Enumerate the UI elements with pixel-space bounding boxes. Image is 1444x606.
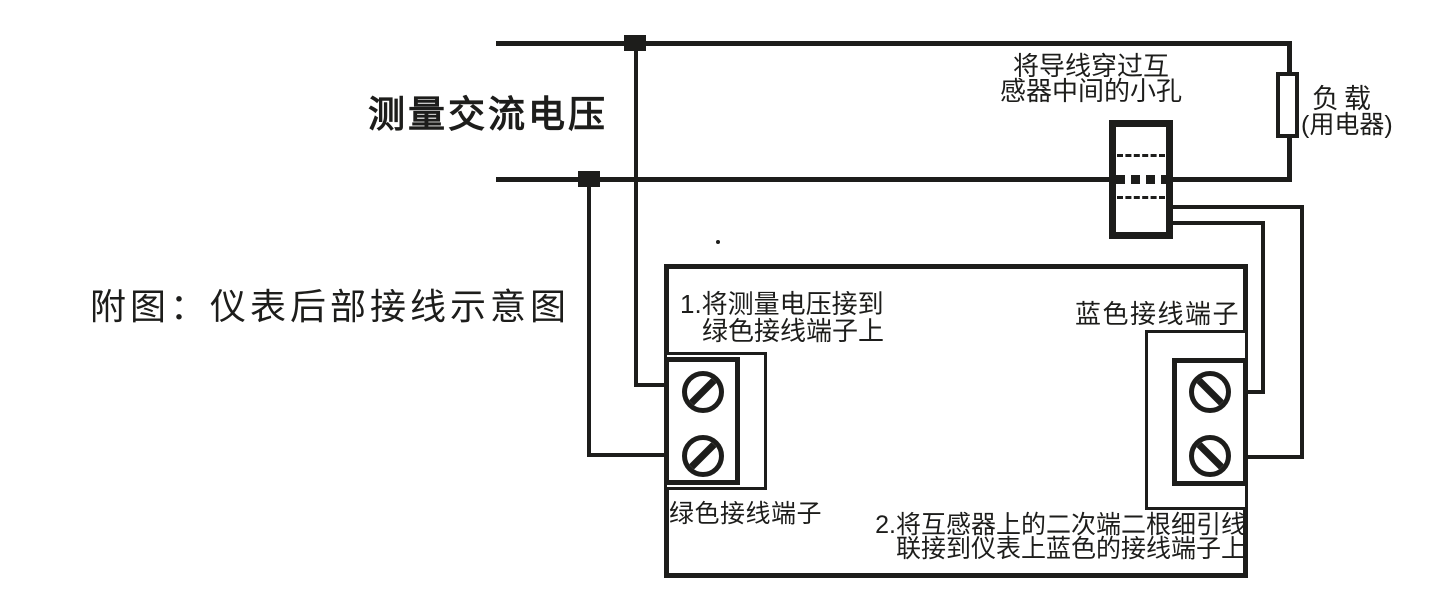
tap-wire-bottom-vertical bbox=[587, 185, 591, 457]
stray-dot bbox=[716, 240, 720, 244]
load-appliance-label: (用电器) bbox=[1301, 111, 1393, 139]
ct-dashed-line-top bbox=[1117, 154, 1165, 157]
ct-secondary-wire-b-stub bbox=[1246, 390, 1265, 394]
blue-screw-terminal-icon-bottom bbox=[1189, 435, 1231, 477]
step2-line1: 2.将互感器上的二次端二根细引线 bbox=[875, 511, 1246, 539]
bottom-line-wire-right bbox=[1168, 177, 1292, 182]
junction-dot-top bbox=[624, 35, 646, 51]
ac-voltage-source-label: 测量交流电压 bbox=[368, 94, 608, 135]
load-branch-upper-wire bbox=[1287, 41, 1292, 77]
step2-instruction: 2.将互感器上的二次端二根细引线 联接到仪表上蓝色的接线端子上 bbox=[840, 511, 1246, 563]
top-line-wire bbox=[496, 41, 1292, 46]
figure-caption: 附图：仪表后部接线示意图 bbox=[90, 287, 571, 327]
green-screw-terminal-icon-bottom bbox=[682, 435, 724, 477]
ct-secondary-wire-a-horizontal bbox=[1172, 205, 1304, 209]
ct-secondary-wire-b-vertical bbox=[1261, 221, 1265, 394]
green-terminal-label: 绿色接线端子 bbox=[669, 500, 823, 528]
step1-instruction: 1.将测量电压接到 绿色接线端子上 bbox=[680, 291, 884, 345]
ct-instruction-line1: 将导线穿过互 bbox=[1012, 51, 1169, 81]
blue-screw-terminal-icon-top bbox=[1189, 371, 1231, 413]
ct-instruction-label: 将导线穿过互 感器中间的小孔 bbox=[950, 51, 1232, 106]
ct-instruction-line2: 感器中间的小孔 bbox=[999, 76, 1182, 106]
junction-dot-bottom bbox=[578, 171, 600, 187]
ct-secondary-wire-a-stub bbox=[1246, 455, 1304, 459]
step1-line2: 绿色接线端子上 bbox=[702, 316, 885, 346]
tap-wire-top-vertical bbox=[634, 46, 638, 387]
load-label: 负载 bbox=[1312, 84, 1376, 114]
tap-wire-bottom-stub bbox=[587, 453, 668, 457]
ct-secondary-wire-a-vertical bbox=[1300, 205, 1304, 459]
tap-wire-top-stub bbox=[634, 383, 668, 387]
load-resistor-symbol bbox=[1276, 72, 1299, 138]
ct-wire-through-hole bbox=[1116, 175, 1166, 184]
load-branch-lower-wire bbox=[1287, 136, 1292, 182]
bottom-line-wire-left bbox=[496, 177, 1114, 182]
ct-secondary-wire-b-horizontal bbox=[1172, 221, 1265, 225]
step1-line1: 1.将测量电压接到 bbox=[680, 289, 884, 319]
step2-line2: 联接到仪表上蓝色的接线端子上 bbox=[895, 535, 1246, 563]
blue-terminal-label: 蓝色接线端子 bbox=[1075, 299, 1241, 329]
ct-dashed-line-bottom bbox=[1117, 196, 1165, 199]
green-screw-terminal-icon-top bbox=[682, 371, 724, 413]
